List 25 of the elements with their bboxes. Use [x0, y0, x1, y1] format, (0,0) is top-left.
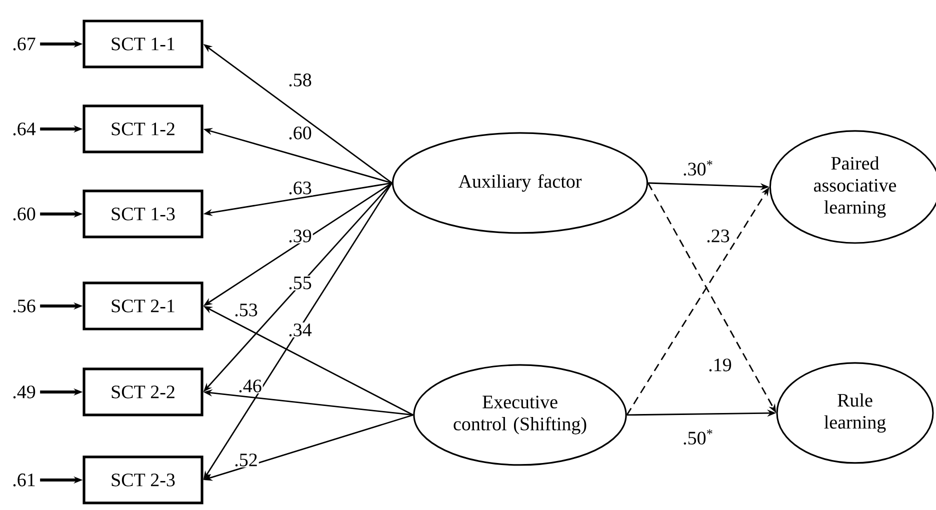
edge-label: .63	[287, 180, 313, 196]
edge-label: .50$^{*}$	[682, 428, 714, 446]
edge-label: .60	[287, 126, 313, 140]
edge-label: .34	[287, 322, 313, 338]
error-label: .56	[13, 300, 36, 312]
indicator-box: SCT 2-1	[82, 282, 204, 330]
edge-label: .58	[287, 72, 313, 88]
edge-label: .39	[287, 228, 313, 244]
error-label: .64	[13, 122, 36, 136]
edge-label: .23	[705, 228, 731, 244]
indicator-box: SCT 1-1	[82, 20, 204, 68]
edge-label: .55	[287, 276, 313, 290]
edge-label: .46	[237, 378, 263, 394]
edge-label: .52	[233, 452, 259, 468]
indicator-box: SCT 2-3	[82, 456, 204, 504]
error-label: .61	[13, 474, 35, 486]
error-label: .60	[13, 208, 36, 220]
edge-label: .30$^{*}$	[682, 159, 714, 177]
edge-label: .19	[707, 358, 733, 372]
indicator-box: SCT 1-3	[82, 190, 204, 238]
error-label: .49	[13, 386, 36, 398]
edge-label: .53	[233, 302, 259, 318]
error-label: .67	[13, 38, 36, 50]
indicator-box: SCT 1-2	[82, 104, 204, 154]
indicator-box: SCT 2-2	[82, 368, 204, 416]
